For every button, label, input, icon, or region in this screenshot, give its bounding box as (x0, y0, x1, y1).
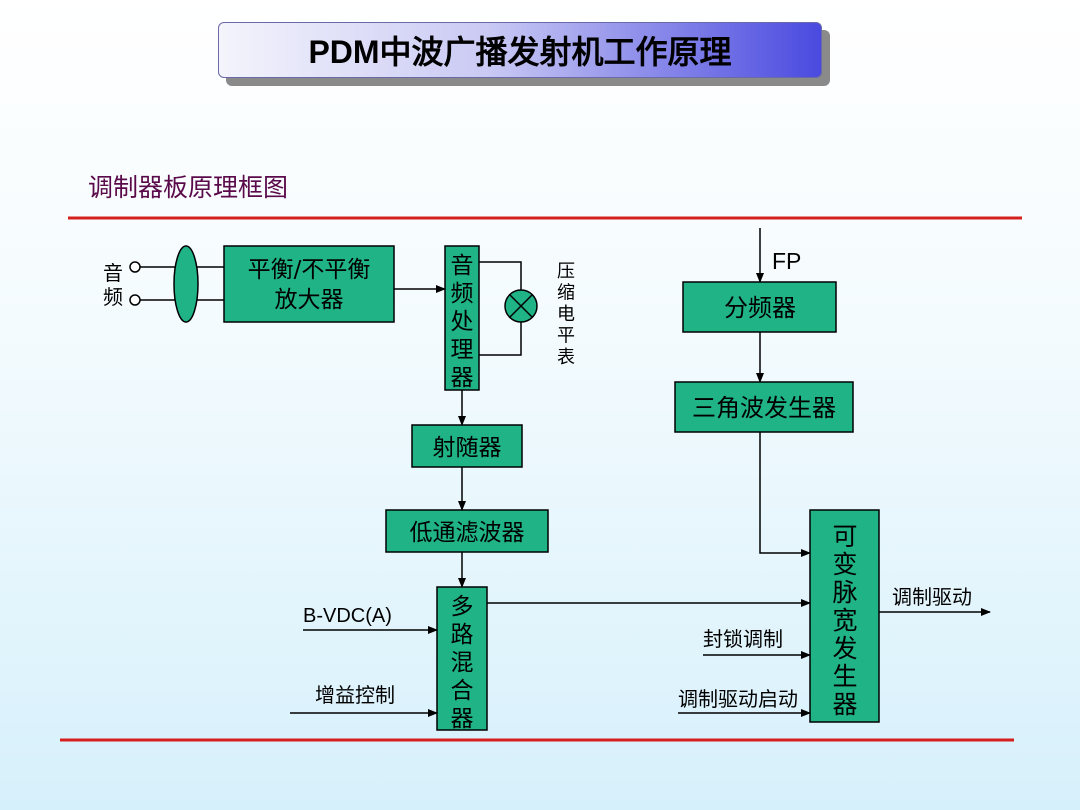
transformer-ellipse (173, 245, 199, 323)
block-lowpass-filter-label: 低通滤波器 (410, 520, 525, 546)
input-bvdc-label: B-VDC(A) (303, 605, 392, 627)
audio-proc-char: 频 (451, 281, 474, 307)
input-gain-label: 增益控制 (315, 683, 395, 707)
block-balance-amp-line2: 放大器 (275, 287, 344, 313)
block-emitter-follower-label: 射随器 (433, 435, 502, 461)
diagram-subtitle: 调制器板原理框图 (88, 173, 289, 202)
block-lowpass-filter (385, 509, 549, 553)
meter-wire (479, 261, 522, 290)
meter-wire (479, 322, 522, 356)
page-title: PDM中波广播发射机工作原理 (218, 22, 822, 78)
mixer-char: 合 (451, 678, 474, 704)
audio-proc-char: 理 (451, 337, 474, 363)
input-drive-start-label: 调制驱动启动 (678, 687, 798, 711)
input-lock-label: 封锁调制 (703, 627, 783, 651)
meter-char: 缩 (557, 283, 575, 304)
mixer-char: 器 (451, 706, 474, 732)
audio-proc-char: 处 (451, 309, 474, 335)
block-mixer (436, 586, 488, 731)
audio-proc-char: 器 (451, 365, 474, 391)
audio-proc-char: 音 (451, 253, 474, 279)
arrow-triangle-to-pwm (759, 432, 811, 557)
audio-terminal-bottom (129, 294, 141, 306)
fp-label: FP (772, 248, 801, 274)
mixer-char: 多 (451, 594, 474, 620)
audio-input-label-2: 频 (103, 285, 123, 309)
block-audio-processor (444, 245, 480, 391)
output-drive-label: 调制驱动 (892, 585, 972, 609)
block-triangle-generator-label: 三角波发生器 (692, 394, 836, 422)
pwm-char: 脉 (832, 578, 857, 607)
pwm-char: 可 (832, 522, 857, 551)
audio-terminal-top (129, 261, 141, 273)
block-pwm-generator (809, 509, 880, 723)
meter-char: 平 (557, 326, 575, 347)
meter-char: 压 (557, 261, 575, 282)
block-divider-label: 分频器 (724, 294, 796, 322)
block-emitter-follower (411, 424, 523, 468)
meter-char: 电 (557, 304, 575, 325)
pwm-char: 变 (832, 550, 857, 579)
block-triangle-generator (674, 381, 854, 433)
mixer-char: 路 (451, 622, 474, 648)
meter-icon-cross (509, 294, 533, 318)
block-balance-amp (223, 245, 395, 323)
block-balance-amp-line1: 平衡/不平衡 (248, 257, 371, 283)
pwm-char: 发 (832, 634, 857, 663)
pwm-char: 器 (832, 690, 857, 719)
audio-input-label-1: 音 (103, 261, 123, 285)
mixer-char: 混 (451, 650, 474, 676)
pwm-char: 生 (832, 662, 857, 691)
pwm-char: 宽 (832, 606, 857, 635)
meter-char: 表 (557, 347, 575, 368)
